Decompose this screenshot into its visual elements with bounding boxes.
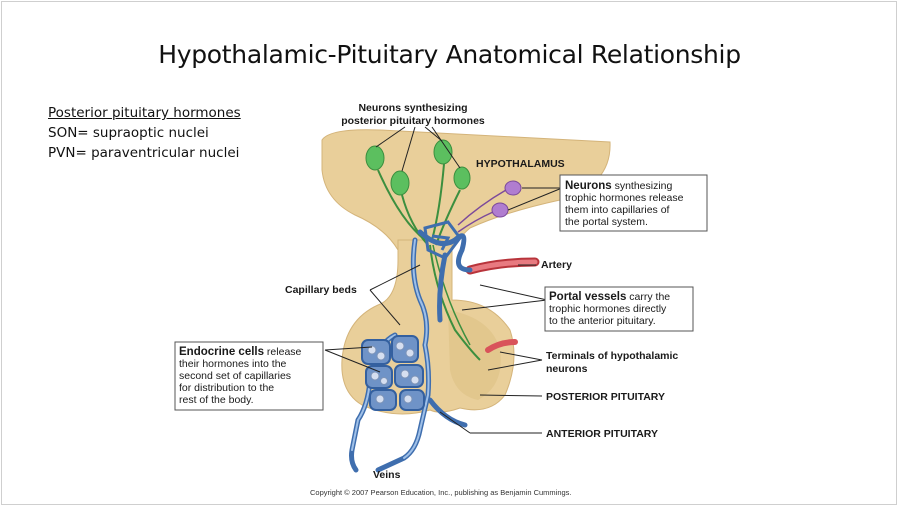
label-posterior-pituitary: POSTERIOR PITUITARY bbox=[546, 391, 665, 403]
endocrine-callout-line4: for distribution to the bbox=[179, 382, 274, 394]
label-capillary-beds: Capillary beds bbox=[285, 284, 357, 296]
label-posterior-hormones: posterior pituitary hormones bbox=[341, 115, 485, 127]
endocrine-callout-box bbox=[174, 341, 324, 411]
purple-neurons bbox=[457, 180, 522, 233]
copyright-text: Copyright © 2007 Pearson Education, Inc.… bbox=[310, 488, 572, 497]
label-neurons-synthesizing: Neurons synthesizing bbox=[358, 102, 467, 114]
hypothalamus-tissue bbox=[321, 129, 611, 301]
trophic-callout-line4: the portal system. bbox=[565, 216, 648, 228]
trophic-callout-box bbox=[559, 174, 708, 232]
trophic-callout-line3: them into capillaries of bbox=[565, 204, 670, 216]
leader-lines bbox=[324, 126, 563, 434]
endocrine-callout-line5: rest of the body. bbox=[179, 394, 254, 406]
trophic-callout-line2: trophic hormones release bbox=[565, 192, 684, 204]
notes-line-pvn: PVN= paraventricular nuclei bbox=[48, 145, 240, 161]
label-hypothalamus: HYPOTHALAMUS bbox=[476, 158, 565, 170]
upper-capillary-bed bbox=[423, 220, 462, 260]
green-neurons bbox=[365, 139, 481, 361]
posterior-artery bbox=[485, 339, 518, 353]
portal-callout-line3: to the anterior pituitary. bbox=[549, 315, 656, 327]
label-anterior-pituitary: ANTERIOR PITUITARY bbox=[546, 428, 658, 440]
endocrine-callout-line3: second set of capillaries bbox=[179, 370, 291, 382]
label-terminals-1: Terminals of hypothalamic bbox=[546, 350, 678, 362]
endocrine-callout-line1: Endocrine cells release bbox=[179, 346, 302, 358]
label-terminals-2: neurons bbox=[546, 363, 588, 375]
notes-line-son: SON= supraoptic nuclei bbox=[48, 125, 209, 141]
notes-block: Posterior pituitary hormones SON= suprao… bbox=[48, 103, 241, 163]
label-veins: Veins bbox=[373, 469, 401, 481]
slide-title: Hypothalamic-Pituitary Anatomical Relati… bbox=[158, 40, 741, 69]
trophic-callout-line1: Neurons synthesizing bbox=[565, 180, 673, 192]
portal-callout-line2: trophic hormones directly bbox=[549, 303, 667, 315]
portal-callout-line1: Portal vessels carry the bbox=[549, 291, 670, 303]
endocrine-callout-line2: their hormones into the bbox=[179, 358, 287, 370]
endocrine-cells bbox=[367, 341, 420, 404]
label-artery: Artery bbox=[541, 259, 572, 271]
portal-callout-box bbox=[544, 286, 694, 332]
notes-heading: Posterior pituitary hormones bbox=[48, 105, 241, 121]
